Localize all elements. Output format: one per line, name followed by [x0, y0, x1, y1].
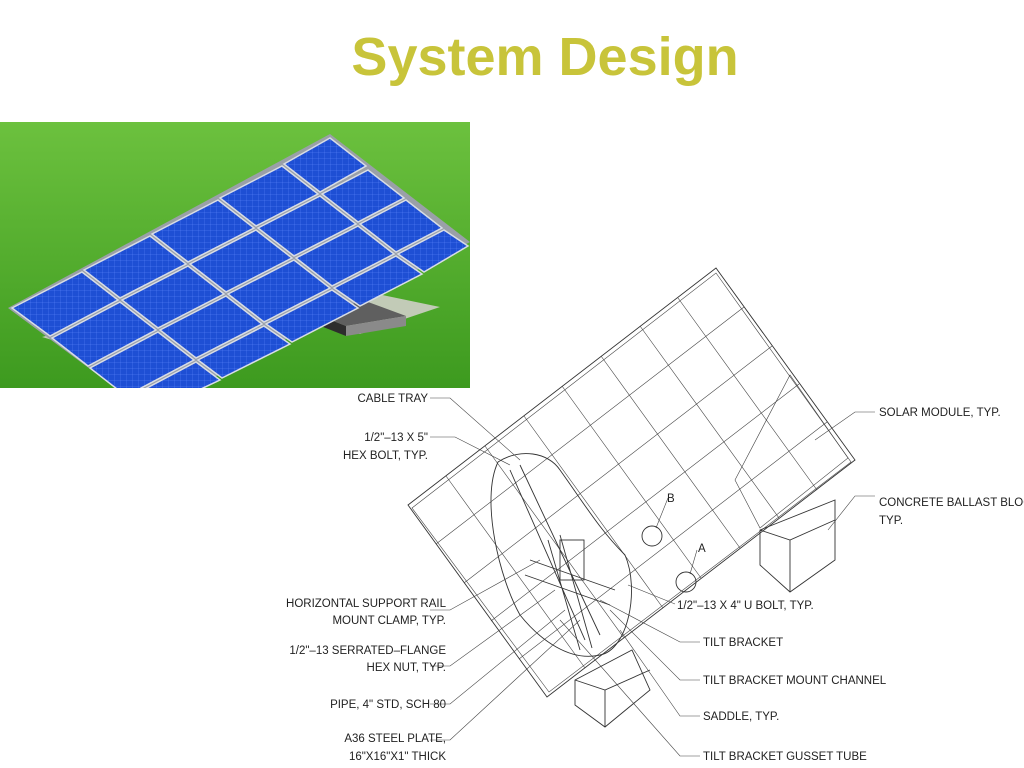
callout-plate-2: 16"X16"X1" THICK — [349, 751, 446, 763]
callout-saddle: SADDLE, TYP. — [703, 711, 779, 723]
array-outline — [407, 267, 856, 698]
ballast-block — [346, 316, 406, 336]
detail-b-label: B — [667, 493, 675, 505]
callout-plate: A36 STEEL PLATE, — [344, 733, 446, 745]
support-structure — [490, 453, 632, 657]
callout-rail-clamp: HORIZONTAL SUPPORT RAIL — [286, 598, 447, 610]
solar-panels — [10, 137, 470, 388]
callout-u-bolt: 1/2"–13 X 4" U BOLT, TYP. — [677, 600, 814, 612]
ballast-blocks — [574, 499, 836, 728]
leader-lines — [430, 397, 875, 757]
callout-gusset-tube: TILT BRACKET GUSSET TUBE — [703, 751, 867, 763]
callout-ballast-2: TYP. — [879, 515, 903, 527]
detail-b-circle — [641, 525, 663, 547]
detail-a-label: A — [698, 543, 706, 555]
callout-tilt-bracket: TILT BRACKET — [703, 637, 783, 649]
callout-hex-nut: 1/2"–13 SERRATED–FLANGE — [289, 645, 446, 657]
callout-hex-nut-2: HEX NUT, TYP. — [367, 662, 446, 674]
callout-ballast: CONCRETE BALLAST BLOCK, — [879, 497, 1024, 509]
callout-pipe: PIPE, 4" STD, SCH 80 — [330, 699, 446, 711]
callout-hex-bolt-2: HEX BOLT, TYP. — [343, 450, 428, 462]
callout-rail-clamp-2: MOUNT CLAMP, TYP. — [332, 615, 446, 627]
callout-cable-tray: CABLE TRAY — [357, 393, 428, 405]
detail-a-circle — [675, 571, 697, 593]
solar-array-render — [0, 122, 470, 388]
callout-hex-bolt: 1/2"–13 X 5" — [364, 432, 428, 444]
slide-title: System Design — [351, 27, 739, 87]
callout-solar-module: SOLAR MODULE, TYP. — [879, 407, 1001, 419]
callout-mount-channel: TILT BRACKET MOUNT CHANNEL — [703, 675, 887, 687]
